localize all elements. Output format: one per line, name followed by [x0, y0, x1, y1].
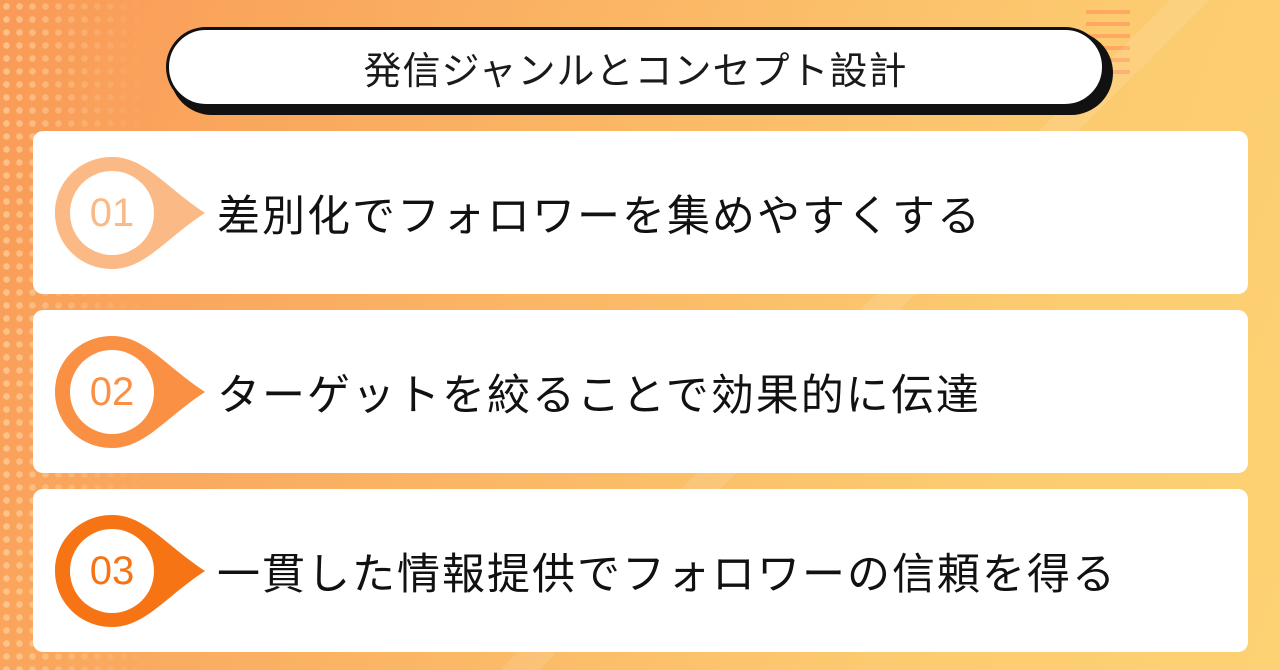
list-item-2: 02 ターゲットを絞ることで効果的に伝達 [33, 310, 1248, 473]
title-banner: 発信ジャンルとコンセプト設計 [166, 27, 1105, 107]
item-text-3: 一貫した情報提供でフォロワーの信頼を得る [217, 549, 1117, 600]
list-item-1: 01 差別化でフォロワーを集めやすくする [33, 131, 1248, 294]
number-label-3: 03 [89, 548, 135, 593]
number-marker-2: 02 [55, 336, 235, 448]
number-marker-3: 03 [55, 515, 235, 627]
item-text-2: ターゲットを絞ることで効果的に伝達 [217, 370, 981, 421]
number-label-2: 02 [89, 369, 135, 414]
page-title: 発信ジャンルとコンセプト設計 [363, 48, 908, 93]
number-label-1: 01 [89, 190, 135, 235]
item-text-1: 差別化でフォロワーを集めやすくする [217, 191, 982, 242]
list-item-3: 03 一貫した情報提供でフォロワーの信頼を得る [33, 489, 1248, 652]
number-marker-1: 01 [55, 157, 235, 269]
